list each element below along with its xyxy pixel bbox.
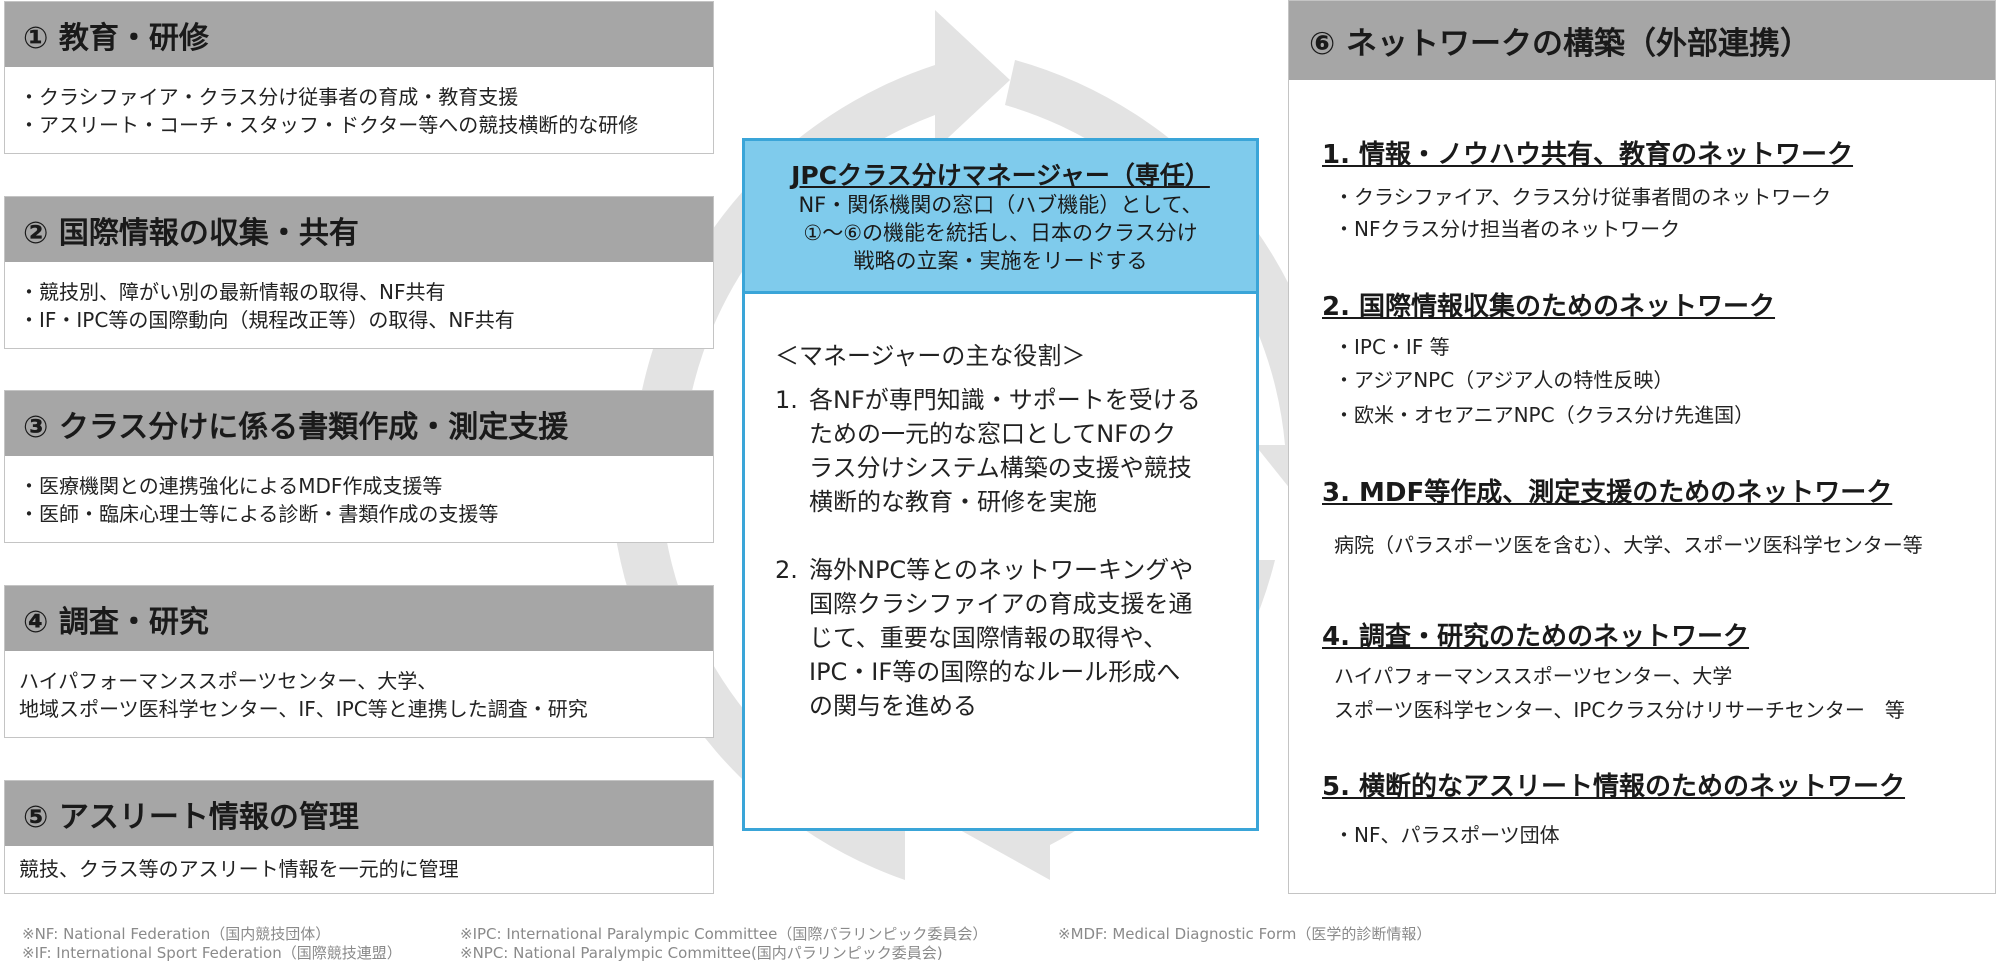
role-line: ラス分けシステム構築の支援や競技 — [809, 454, 1192, 482]
function-box-title: ④ 調査・研究 — [5, 586, 713, 651]
footnote-nf: ※NF: National Federation（国内競技団体） — [22, 925, 331, 943]
function-box-line: ハイパフォーマンススポーツセンター、大学、 — [19, 669, 438, 693]
network-title: 1. 情報・ノウハウ共有、教育のネットワーク — [1322, 140, 1854, 170]
manager-subtitle-line: 戦略の立案・実施をリードする — [853, 249, 1148, 273]
footnote-npc: ※NPC: National Paralympic Committee(国内パラ… — [460, 944, 943, 962]
role-number: 1. — [775, 386, 798, 414]
network-box-title: ⑥ ネットワークの構築（外部連携） — [1289, 1, 1995, 80]
network-item: ・クラシファイア、クラス分け従事者間のネットワーク — [1334, 185, 1832, 209]
manager-header: JPCクラス分けマネージャー（専任） NF・関係機関の窓口（ハブ機能）として、 … — [745, 141, 1256, 294]
function-box-line: ・競技別、障がい別の最新情報の取得、NF共有 — [19, 280, 446, 304]
network-item: スポーツ医科学センター、IPCクラス分けリサーチセンター 等 — [1334, 698, 1905, 722]
function-box-line: ・医師・臨床心理士等による診断・書類作成の支援等 — [19, 502, 499, 526]
network-item: 病院（パラスポーツ医を含む）、大学、スポーツ医科学センター等 — [1334, 533, 1923, 557]
footnote-if: ※IF: International Sport Federation（国際競技… — [22, 944, 402, 962]
network-item: ・アジアNPC（アジア人の特性反映） — [1334, 368, 1674, 392]
footnote-ipc: ※IPC: International Paralympic Committee… — [460, 925, 988, 943]
role-item: 1. 各NFが専門知識・サポートを受ける ための一元的な窓口としてNFのク ラス… — [775, 383, 1236, 519]
network-item: ・NF、パラスポーツ団体 — [1334, 823, 1560, 847]
role-line: 国際クラシファイアの育成支援を通 — [809, 590, 1193, 618]
function-box-line: ・アスリート・コーチ・スタッフ・ドクター等への競技横断的な研修 — [19, 113, 639, 137]
manager-body: ＜マネージャーの主な役割＞ 1. 各NFが専門知識・サポートを受ける ための一元… — [745, 294, 1256, 723]
function-box-title: ② 国際情報の収集・共有 — [5, 197, 713, 262]
function-box-5: ⑤ アスリート情報の管理 競技、クラス等のアスリート情報を一元的に管理 — [4, 780, 714, 894]
role-line: 横断的な教育・研修を実施 — [809, 488, 1097, 516]
role-item: 2. 海外NPC等とのネットワーキングや 国際クラシファイアの育成支援を通 じて… — [775, 553, 1236, 723]
function-box-line: 競技、クラス等のアスリート情報を一元的に管理 — [19, 857, 459, 881]
network-box: ⑥ ネットワークの構築（外部連携） 1. 情報・ノウハウ共有、教育のネットワーク… — [1288, 0, 1996, 894]
role-line: じて、重要な国際情報の取得や、 — [809, 624, 1168, 652]
function-box-1: ① 教育・研修 ・クラシファイア・クラス分け従事者の育成・教育支援 ・アスリート… — [4, 1, 714, 154]
function-box-2: ② 国際情報の収集・共有 ・競技別、障がい別の最新情報の取得、NF共有 ・IF・… — [4, 196, 714, 349]
function-box-line: ・クラシファイア・クラス分け従事者の育成・教育支援 — [19, 85, 519, 109]
role-line: の関与を進める — [809, 692, 977, 720]
function-box-line: ・IF・IPC等の国際動向（規程改正等）の取得、NF共有 — [19, 308, 515, 332]
function-box-line: 地域スポーツ医科学センター、IF、IPC等と連携した調査・研究 — [19, 697, 588, 721]
function-box-line: ・医療機関との連携強化によるMDF作成支援等 — [19, 474, 443, 498]
network-title: 4. 調査・研究のためのネットワーク — [1322, 622, 1750, 652]
role-line: 各NFが専門知識・サポートを受ける — [809, 386, 1201, 414]
network-title: 3. MDF等作成、測定支援のためのネットワーク — [1322, 478, 1893, 508]
network-title: 5. 横断的なアスリート情報のためのネットワーク — [1322, 772, 1906, 802]
function-box-3: ③ クラス分けに係る書類作成・測定支援 ・医療機関との連携強化によるMDF作成支… — [4, 390, 714, 543]
manager-subtitle-line: ①～⑥の機能を統括し、日本のクラス分け — [803, 221, 1198, 245]
function-box-title: ① 教育・研修 — [5, 2, 713, 67]
cycle-arrow-top — [640, 10, 1010, 400]
role-line: IPC・IF等の国際的なルール形成へ — [809, 658, 1181, 686]
network-item: ・NFクラス分け担当者のネットワーク — [1334, 217, 1681, 241]
manager-title: JPCクラス分けマネージャー（専任） — [791, 161, 1210, 190]
function-box-title: ⑤ アスリート情報の管理 — [5, 781, 713, 846]
roles-heading: ＜マネージャーの主な役割＞ — [775, 342, 1086, 370]
network-item: ・IPC・IF 等 — [1334, 335, 1450, 359]
role-number: 2. — [775, 556, 798, 584]
network-item: ・欧米・オセアニアNPC（クラス分け先進国） — [1334, 403, 1755, 427]
network-item: ハイパフォーマンススポーツセンター、大学 — [1334, 664, 1733, 688]
manager-subtitle-line: NF・関係機関の窓口（ハブ機能）として、 — [798, 193, 1203, 217]
function-box-4: ④ 調査・研究 ハイパフォーマンススポーツセンター、大学、 地域スポーツ医科学セ… — [4, 585, 714, 738]
function-box-title: ③ クラス分けに係る書類作成・測定支援 — [5, 391, 713, 456]
role-line: ための一元的な窓口としてNFのク — [809, 420, 1177, 448]
role-line: 海外NPC等とのネットワーキングや — [809, 556, 1194, 584]
manager-box: JPCクラス分けマネージャー（専任） NF・関係機関の窓口（ハブ機能）として、 … — [742, 138, 1259, 831]
footnote-mdf: ※MDF: Medical Diagnostic Form（医学的診断情報） — [1058, 925, 1432, 943]
network-title: 2. 国際情報収集のためのネットワーク — [1322, 292, 1776, 322]
